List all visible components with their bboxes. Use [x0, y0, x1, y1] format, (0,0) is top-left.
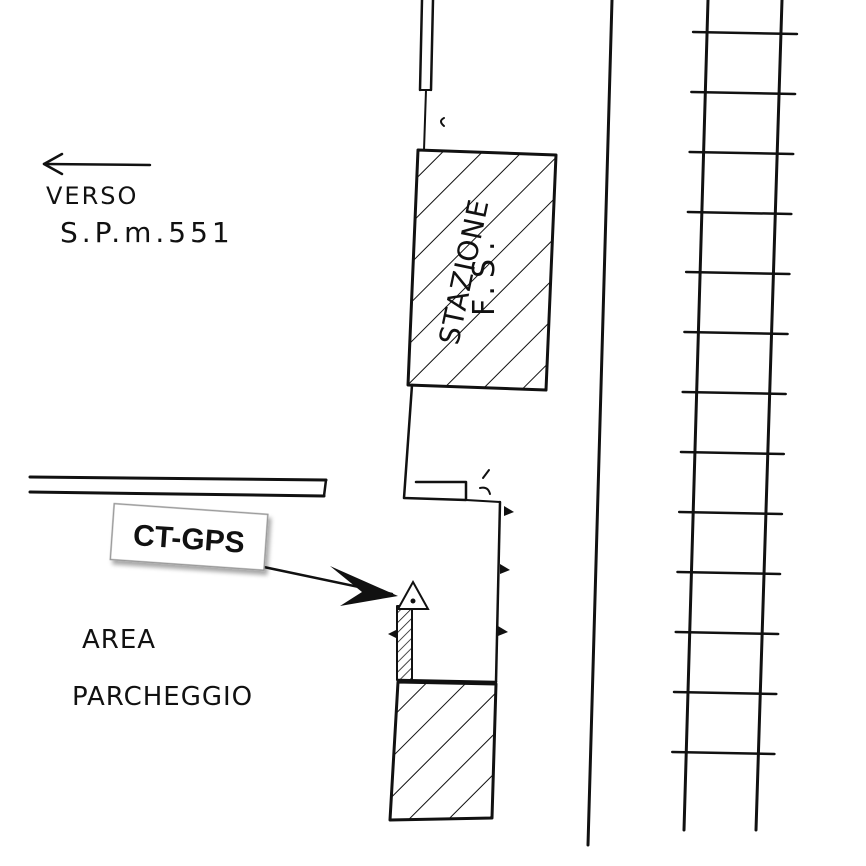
gps-label-text: CT-GPS — [132, 519, 246, 560]
top-pipe — [418, 0, 445, 151]
parking-label-line-2: PARCHEGGIO — [72, 682, 253, 712]
station-building — [406, 148, 558, 392]
parking-label-line-1: AREA — [82, 625, 156, 655]
street-double-line — [28, 475, 328, 498]
platform-wall — [396, 500, 514, 684]
railway-tie — [686, 210, 793, 216]
gps-label: CT-GPS — [109, 502, 269, 572]
lower-building — [388, 680, 498, 822]
railway-tie — [690, 90, 797, 96]
direction-line-1: VERSO — [46, 182, 138, 210]
railway-tie — [672, 690, 778, 696]
gps-pillar — [388, 605, 413, 681]
direction-line-2: S.P.m.551 — [60, 216, 234, 249]
railway-tie — [688, 150, 795, 156]
railway-tie — [679, 450, 786, 456]
railway-tie — [674, 630, 780, 636]
railway-tie — [683, 330, 789, 336]
railway-tie — [671, 750, 776, 756]
railway-tie — [677, 510, 784, 516]
station-fence — [402, 383, 501, 503]
railway-tie — [684, 270, 791, 276]
railway-tie — [691, 30, 799, 36]
railway-tie — [676, 570, 782, 576]
railway-track — [671, 0, 799, 832]
survey-point-triangle-icon — [396, 579, 430, 610]
railway-tie — [681, 390, 787, 396]
road-edge-line — [586, 0, 614, 847]
arrow-left-icon — [42, 152, 152, 176]
gps-pointer-arrow — [238, 560, 398, 606]
station-label-line-2: F.S. — [467, 233, 502, 316]
